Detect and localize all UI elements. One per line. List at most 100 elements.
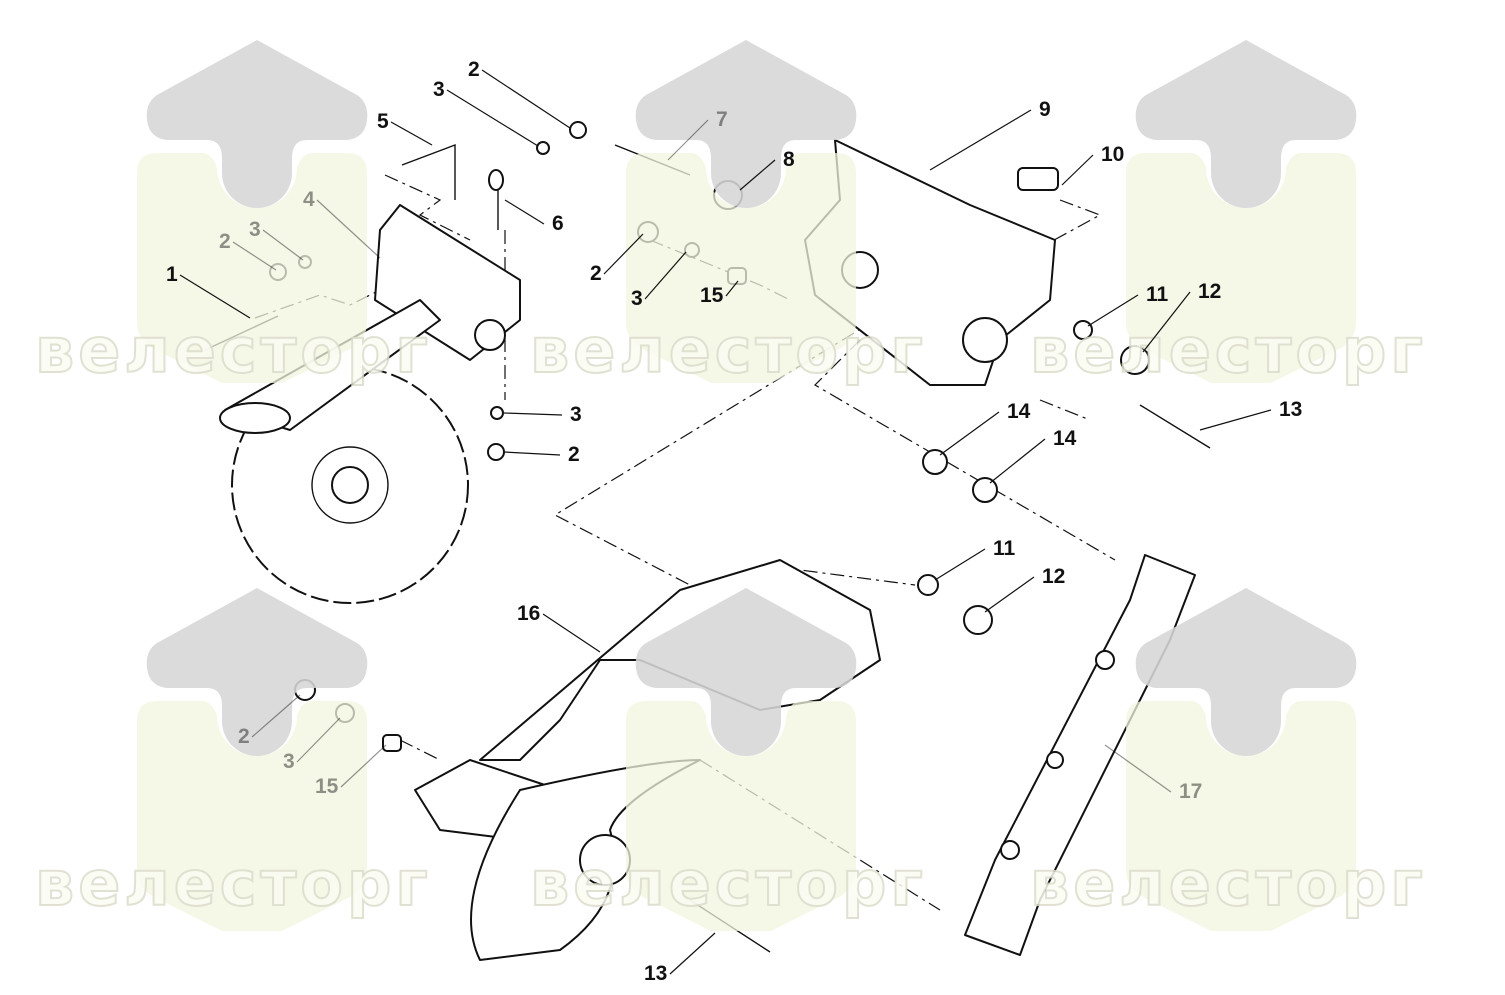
callout-11: 11 bbox=[934, 537, 1016, 581]
callout-label: 3 bbox=[433, 78, 445, 101]
leader-line bbox=[503, 412, 563, 416]
callout-label: 2 bbox=[219, 230, 231, 253]
callout-3: 3 bbox=[433, 78, 539, 147]
logo-arrow bbox=[635, 40, 857, 208]
leader-line bbox=[984, 576, 1035, 613]
leader-line bbox=[179, 274, 251, 319]
leader-line bbox=[503, 451, 561, 456]
callout-label: 3 bbox=[631, 287, 643, 310]
callout-11: 11 bbox=[1087, 283, 1169, 327]
leader-line bbox=[739, 159, 776, 191]
callout-label: 3 bbox=[249, 218, 261, 241]
logo-arrow bbox=[1135, 588, 1357, 756]
leader-line bbox=[1087, 294, 1139, 327]
callout-label: 3 bbox=[283, 750, 295, 773]
callout-2: 2 bbox=[468, 58, 571, 129]
leader-line bbox=[251, 694, 301, 738]
callout-label: 2 bbox=[568, 443, 580, 466]
leader-line bbox=[504, 199, 545, 225]
callout-label: 14 bbox=[1053, 427, 1077, 450]
leader-line bbox=[340, 744, 387, 788]
callout-7: 7 bbox=[667, 108, 728, 161]
watermark-logos bbox=[137, 40, 1357, 931]
callout-label: 7 bbox=[716, 108, 728, 131]
callout-5: 5 bbox=[377, 110, 433, 146]
callout-1: 1 bbox=[166, 263, 251, 319]
logo-block bbox=[626, 701, 856, 931]
callout-14: 14 bbox=[939, 400, 1031, 456]
callout-2: 2 bbox=[503, 443, 580, 466]
callout-label: 4 bbox=[303, 188, 315, 211]
leader-line bbox=[989, 438, 1046, 484]
callout-label: 15 bbox=[315, 775, 339, 798]
watermark-text-3: велесторг bbox=[1030, 314, 1427, 387]
callout-3: 3 bbox=[283, 717, 341, 773]
logo-block bbox=[1126, 701, 1356, 931]
leader-line bbox=[667, 119, 709, 161]
leader-line bbox=[446, 89, 539, 147]
watermark-text-6: велесторг bbox=[1030, 847, 1427, 920]
watermark-text-5: велесторг bbox=[530, 847, 927, 920]
callout-15: 15 bbox=[700, 280, 739, 307]
leader-line bbox=[1061, 154, 1094, 186]
callout-17: 17 bbox=[1104, 744, 1202, 803]
callout-label: 17 bbox=[1179, 780, 1202, 803]
leader-line bbox=[1199, 409, 1272, 431]
leader-line bbox=[262, 229, 304, 261]
logo-arrow bbox=[146, 588, 368, 756]
logo-arrow bbox=[1135, 40, 1357, 208]
callout-14: 14 bbox=[989, 427, 1077, 484]
leader-line bbox=[929, 109, 1032, 171]
watermark-text-2: велесторг bbox=[530, 314, 927, 387]
logo-block bbox=[137, 153, 367, 383]
callout-8: 8 bbox=[739, 148, 795, 191]
callout-2: 2 bbox=[590, 233, 644, 285]
leader-line bbox=[316, 199, 381, 259]
callout-label: 15 bbox=[700, 284, 724, 307]
callout-3: 3 bbox=[503, 403, 582, 426]
callout-3: 3 bbox=[249, 218, 304, 261]
callout-label: 6 bbox=[552, 212, 564, 235]
leader-line bbox=[1142, 291, 1191, 353]
callout-label: 3 bbox=[570, 403, 582, 426]
leader-line bbox=[725, 280, 739, 297]
callout-2: 2 bbox=[238, 694, 301, 748]
leader-line bbox=[934, 548, 986, 581]
callout-4: 4 bbox=[303, 188, 381, 259]
callout-label: 13 bbox=[644, 962, 667, 985]
callout-label: 11 bbox=[1146, 283, 1169, 306]
callout-9: 9 bbox=[929, 98, 1051, 171]
callout-12: 12 bbox=[1142, 280, 1221, 353]
leader-line bbox=[296, 717, 341, 763]
leader-line bbox=[939, 411, 1000, 456]
logo-block bbox=[626, 153, 856, 383]
callout-6: 6 bbox=[504, 199, 564, 235]
callout-label: 2 bbox=[468, 58, 480, 81]
leader-line bbox=[390, 121, 433, 146]
leader-line bbox=[669, 932, 716, 975]
callout-13: 13 bbox=[644, 932, 716, 985]
callout-label: 2 bbox=[590, 262, 602, 285]
callout-label: 14 bbox=[1007, 400, 1031, 423]
logo-arrow bbox=[635, 588, 857, 756]
callout-label: 12 bbox=[1198, 280, 1221, 303]
leader-line bbox=[1104, 744, 1172, 793]
callout-label: 13 bbox=[1279, 398, 1302, 421]
callout-10: 10 bbox=[1061, 143, 1124, 186]
callout-12: 12 bbox=[984, 565, 1065, 613]
logo-arrow bbox=[146, 40, 368, 208]
callout-13: 13 bbox=[1199, 398, 1302, 431]
logo-block bbox=[137, 701, 367, 931]
leader-line bbox=[603, 233, 644, 275]
leader-line bbox=[481, 69, 571, 129]
callout-2: 2 bbox=[219, 230, 277, 271]
callout-label: 8 bbox=[783, 148, 795, 171]
callout-label: 16 bbox=[517, 602, 540, 625]
callout-label: 12 bbox=[1042, 565, 1065, 588]
callout-16: 16 bbox=[517, 602, 601, 653]
leader-line bbox=[542, 613, 601, 653]
callout-label: 2 bbox=[238, 725, 250, 748]
